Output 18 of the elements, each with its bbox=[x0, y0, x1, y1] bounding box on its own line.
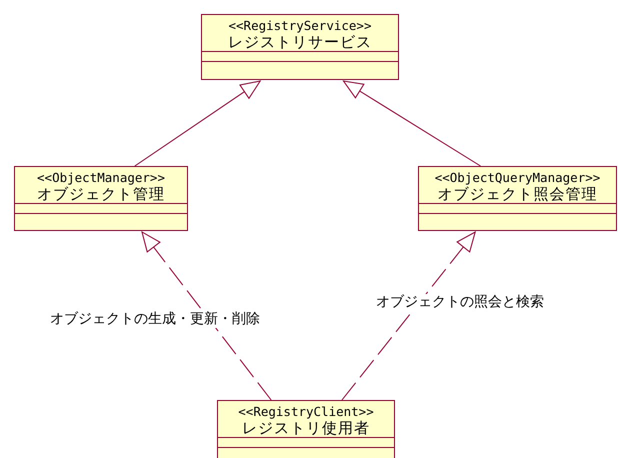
stereotype-label: <<ObjectQueryManager>> bbox=[434, 170, 600, 185]
class-box bbox=[217, 400, 395, 458]
class-name: レジストリ使用者 bbox=[242, 419, 370, 437]
class-name: オブジェクト照会管理 bbox=[438, 185, 598, 203]
inheritance-arrow bbox=[343, 80, 482, 166]
edge-label: オブジェクトの照会と検索 bbox=[374, 294, 546, 311]
class-box bbox=[201, 14, 399, 80]
class-box bbox=[418, 166, 617, 231]
class-name: レジストリサービス bbox=[228, 33, 372, 51]
stereotype-label: <<RegistryClient>> bbox=[238, 404, 374, 419]
class-box bbox=[14, 166, 188, 231]
edge-label: オブジェクトの生成・更新・削除 bbox=[48, 311, 262, 328]
dependency-arrow bbox=[142, 232, 272, 400]
stereotype-label: <<RegistryService>> bbox=[228, 18, 372, 33]
class-name: オブジェクト管理 bbox=[37, 185, 165, 203]
stereotype-label: <<ObjectManager>> bbox=[37, 170, 165, 185]
dependency-arrow bbox=[341, 232, 476, 400]
inheritance-arrow bbox=[134, 80, 261, 166]
